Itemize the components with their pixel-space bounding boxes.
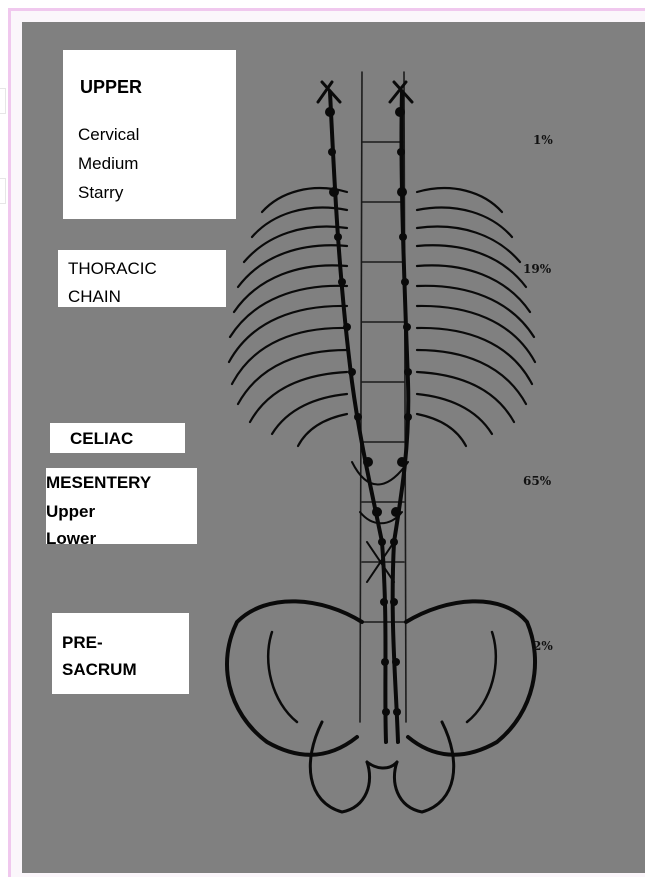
celiac-title: CELIAC: [70, 429, 133, 449]
ganglia: [325, 107, 412, 716]
percent-upper: 1%: [533, 133, 553, 147]
presacrum-label-box: PRE- SACRUM: [52, 613, 189, 694]
sympathetic-chains: [318, 82, 412, 742]
mesentery-label-box: MESENTERY Upper Lower: [46, 468, 197, 544]
upper-medium: Medium: [78, 154, 138, 174]
upper-label-box: UPPER Cervical Medium Starry: [63, 50, 236, 219]
celiac-label-box: CELIAC: [50, 423, 185, 453]
percent-abdominal: 65%: [523, 474, 551, 488]
ribs-right: [417, 188, 535, 446]
diagram-panel: UPPER Cervical Medium Starry THORACIC CH…: [22, 22, 645, 873]
upper-starry: Starry: [78, 183, 123, 203]
mesentery-upper: Upper: [46, 502, 95, 522]
window-edge-tab: [0, 88, 6, 114]
upper-title: UPPER: [80, 77, 142, 98]
thoracic-label-box: THORACIC CHAIN: [58, 250, 226, 307]
mesentery-lower: Lower: [46, 529, 96, 544]
pelvis: [227, 601, 535, 812]
presacrum-line1: PRE-: [62, 633, 103, 653]
presacrum-line2: SACRUM: [62, 660, 137, 680]
vertebral-column: [360, 72, 406, 722]
mesentery-title: MESENTERY: [46, 473, 151, 493]
upper-cervical: Cervical: [78, 125, 139, 145]
percent-thoracic: 19%: [523, 262, 551, 276]
window-edge-tab: [0, 178, 6, 204]
ribs-left: [229, 188, 347, 446]
thoracic-line1: THORACIC: [68, 259, 157, 279]
percent-pelvic: 2%: [533, 639, 553, 653]
thoracic-line2: CHAIN: [68, 287, 121, 307]
